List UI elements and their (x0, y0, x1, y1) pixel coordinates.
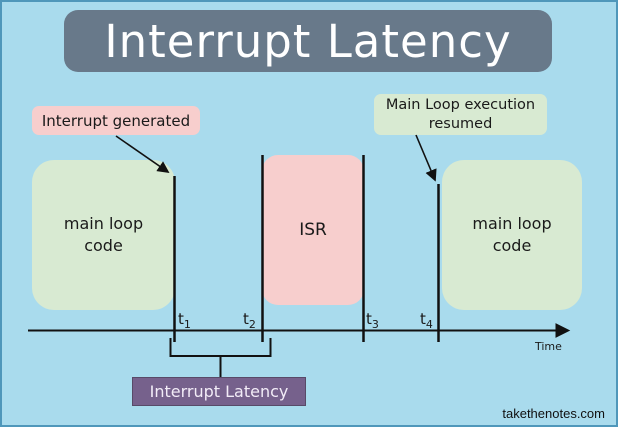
time-axis-label: Time (535, 340, 562, 353)
block-main-loop-right-line2: code (492, 236, 532, 255)
interrupt-latency-label: Interrupt Latency (149, 382, 289, 401)
callout-main-loop-resumed: Main Loop execution resumed (374, 94, 547, 135)
diagram-title: Interrupt Latency (104, 14, 512, 68)
block-main-loop-right-line1: main loop (472, 214, 552, 233)
tick-t2: t2 (243, 310, 256, 331)
tick-t1: t1 (178, 310, 191, 331)
main-loop-resumed-arrow (415, 134, 437, 182)
interrupt-latency-label-box: Interrupt Latency (132, 377, 306, 406)
block-isr-label: ISR (299, 220, 327, 240)
diagram-title-box: Interrupt Latency (64, 10, 552, 72)
block-main-loop-left-line1: main loop (63, 214, 144, 233)
latency-bracket (169, 338, 272, 357)
tick-t4: t4 (420, 310, 433, 331)
block-main-loop-left-line2: code (84, 236, 123, 255)
callout-interrupt-generated-text: Interrupt generated (41, 111, 191, 130)
callout-main-loop-resumed-line1: Main Loop execution (385, 96, 536, 113)
watermark: takethenotes.com (502, 406, 605, 421)
block-main-loop-left: main loop code (32, 160, 175, 310)
block-main-loop-right: main loop code (442, 160, 582, 310)
callout-interrupt-generated: Interrupt generated (32, 106, 200, 135)
callout-main-loop-resumed-line2: resumed (428, 115, 493, 132)
block-isr: ISR (262, 155, 364, 305)
tick-t3: t3 (366, 310, 379, 331)
